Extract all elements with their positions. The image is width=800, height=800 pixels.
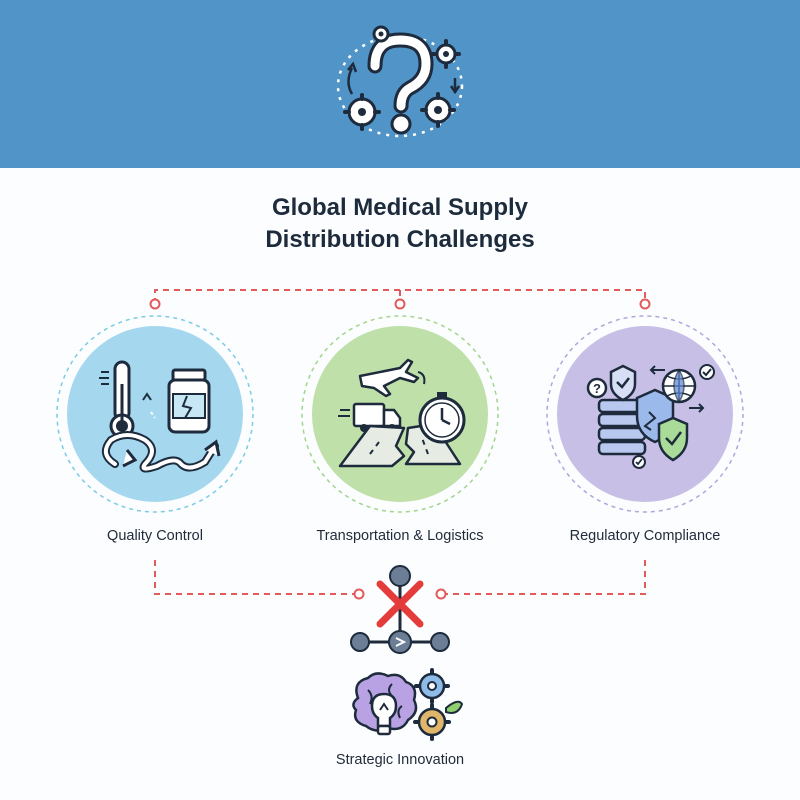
broken-network-icon [350, 565, 450, 654]
connector-dot-center [394, 298, 406, 310]
plane-truck-road-icon [301, 315, 499, 513]
page-title: Global Medical Supply Distribution Chall… [0, 192, 800, 256]
label-regulatory-compliance: Regulatory Compliance [569, 528, 721, 544]
node-transportation-logistics [300, 314, 500, 514]
network-node-top [389, 565, 411, 587]
connector-dot-right [639, 298, 651, 310]
shield-globe-server-icon: ? [546, 315, 744, 513]
network-node-right [430, 632, 450, 652]
label-transportation-logistics: Transportation & Logistics [316, 528, 484, 544]
network-node-center [388, 630, 412, 654]
label-quality-control: Quality Control [107, 528, 203, 544]
title-line-2: Distribution Challenges [265, 226, 535, 253]
node-regulatory-compliance: ? [545, 314, 745, 514]
label-strategic-innovation: Strategic Innovation [335, 752, 465, 768]
svg-text:?: ? [593, 381, 601, 396]
header-banner [0, 0, 800, 168]
connector-dot-left [149, 298, 161, 310]
brain-bulb-gears-icon [352, 668, 464, 741]
node-quality-control [55, 314, 255, 514]
network-node-left [350, 632, 370, 652]
title-line-1: Global Medical Supply [271, 194, 529, 221]
thermometer-vial-icon [56, 315, 254, 513]
connector-dot-bottom-right [435, 588, 447, 600]
question-gears-icon [336, 25, 464, 138]
connector-dot-bottom-left [353, 588, 365, 600]
red-cross-icon [376, 580, 424, 628]
